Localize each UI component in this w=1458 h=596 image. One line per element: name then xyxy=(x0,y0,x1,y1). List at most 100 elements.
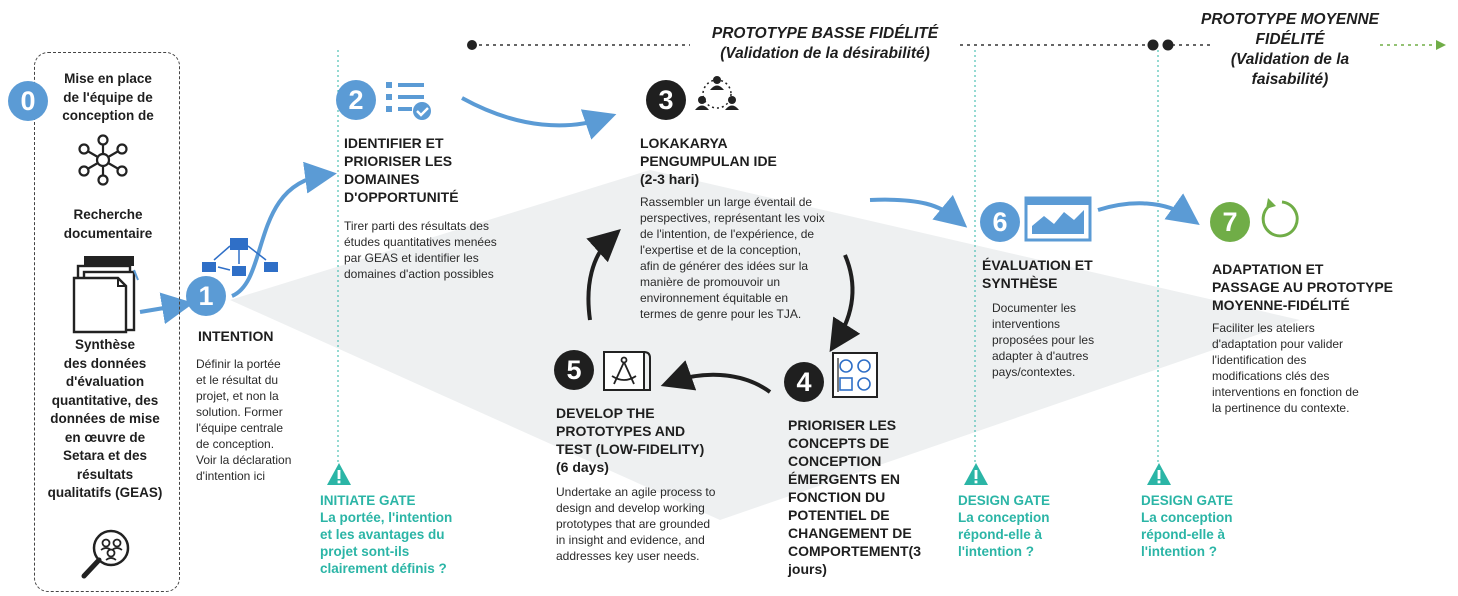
initiate-gate-title: INITIATE GATE xyxy=(320,493,416,508)
initiate-gate: INITIATE GATE La portée, l'intention et … xyxy=(320,492,452,577)
flowchart-icon xyxy=(202,238,278,276)
phase-mid-fidelity-line3: (Validation de la xyxy=(1230,51,1350,68)
blueprint-compass-icon xyxy=(603,351,651,391)
step0-synthesis-line: des données xyxy=(63,355,147,371)
step5-title: DEVELOP THE PROTOTYPES AND TEST (LOW-FID… xyxy=(556,404,704,476)
step0-synthesis-line: qualitatifs (GEAS) xyxy=(47,485,163,500)
initiate-gate-question-line: et les avantages du xyxy=(320,527,445,542)
step3-desc-line: Rassembler un large éventail de xyxy=(640,195,813,209)
step2-title-line: D'OPPORTUNITÉ xyxy=(344,189,459,205)
step6-desc-line: interventions xyxy=(992,317,1061,331)
design-gate-2-question-line: La conception xyxy=(1141,510,1233,525)
step6-desc-line: proposées pour les xyxy=(992,333,1095,347)
step1-desc-line: projet, et non la xyxy=(196,389,279,403)
step0-title-line2: de l'équipe de xyxy=(63,89,153,105)
step7-badge: 7 xyxy=(1210,202,1250,242)
design-gate-2: DESIGN GATE La conception répond-elle à … xyxy=(1141,492,1233,560)
initiate-gate-question-line: clairement définis ? xyxy=(320,561,447,576)
step4-title-line: jours) xyxy=(788,561,827,577)
step5-desc-line: Undertake an agile process to xyxy=(556,485,716,499)
design-gate-1-warning-icon xyxy=(964,463,988,485)
step0-title: Mise en place de l'équipe de conception … xyxy=(48,70,168,126)
step1-title: INTENTION xyxy=(198,328,274,344)
step3-title-line: PENGUMPULAN IDE xyxy=(640,153,777,169)
step1-desc-line: et le résultat du xyxy=(196,373,279,387)
design-gate-1-question-line: l'intention ? xyxy=(958,544,1034,559)
design-gate-2-question-line: l'intention ? xyxy=(1141,544,1217,559)
step1-desc-line: solution. Former xyxy=(196,405,283,419)
step7-title-line: MOYENNE-FIDÉLITÉ xyxy=(1212,297,1350,313)
design-gate-2-warning-icon xyxy=(1147,463,1171,485)
step6-title-line: SYNTHÈSE xyxy=(982,275,1058,291)
step7-desc-line: modifications clés des xyxy=(1212,369,1330,383)
team-network-icon xyxy=(78,134,128,186)
initiate-gate-question-line: La portée, l'intention xyxy=(320,510,453,525)
step0-research-line2: documentaire xyxy=(63,225,153,241)
step6-badge: 6 xyxy=(980,202,1020,242)
step4-title-line: FONCTION DU xyxy=(788,489,886,505)
step3-description: Rassembler un large éventail de perspect… xyxy=(640,194,850,322)
design-gate-2-title: DESIGN GATE xyxy=(1141,493,1234,508)
step3-desc-line: manière de promouvoir un xyxy=(640,275,781,289)
initiate-gate-warning-icon xyxy=(327,463,351,485)
step0-title-line3: conception de xyxy=(62,108,154,123)
design-gate-1-question-line: répond-elle à xyxy=(958,527,1043,542)
step4-title-line: CHANGEMENT DE xyxy=(788,525,912,541)
step2-title: IDENTIFIER ET PRIORISER LES DOMAINES D'O… xyxy=(344,134,459,206)
step4-title-line: POTENTIEL DE xyxy=(788,507,890,523)
step5-desc-line: prototypes that are grounded xyxy=(556,517,711,531)
documents-icon xyxy=(72,256,139,334)
step4-title: PRIORISER LES CONCEPTS DE CONCEPTION ÉME… xyxy=(788,416,921,578)
step7-desc-line: la pertinence du contexte. xyxy=(1212,401,1350,415)
step5-title-line: PROTOTYPES AND xyxy=(556,423,686,439)
phase-low-fidelity: PROTOTYPE BASSE FIDÉLITÉ (Validation de … xyxy=(680,24,970,64)
step0-badge: 0 xyxy=(8,81,48,121)
phase-low-fidelity-title: PROTOTYPE BASSE FIDÉLITÉ xyxy=(711,25,939,42)
chart-window-icon xyxy=(1024,196,1092,242)
step2-title-line: PRIORISER LES xyxy=(344,153,453,169)
step7-desc-line: l'identification des xyxy=(1212,353,1307,367)
step0-synthesis-line: Setara et des xyxy=(62,448,148,463)
step7-title: ADAPTATION ET PASSAGE AU PROTOTYPE MOYEN… xyxy=(1212,260,1393,314)
step7-desc-line: d'adaptation pour valider xyxy=(1212,337,1344,351)
design-gate-1: DESIGN GATE La conception répond-elle à … xyxy=(958,492,1050,560)
step4-title-line: CONCEPTION xyxy=(788,453,882,469)
step0-synthesis-line: en œuvre de xyxy=(64,429,146,445)
phase-mid-fidelity-line4: faisabilité) xyxy=(1251,71,1329,88)
step3-desc-line: de l'intention, de l'expérience, de xyxy=(640,227,815,241)
step2-desc-line: domaines d'action possibles xyxy=(344,267,494,281)
step3-desc-line: l'expertise et de la conception, xyxy=(640,243,802,257)
step1-description: Définir la portée et le résultat du proj… xyxy=(196,356,321,484)
step2-title-line: DOMAINES xyxy=(344,171,420,187)
step6-description: Documenter les interventions proposées p… xyxy=(992,300,1122,380)
step5-description: Undertake an agile process to design and… xyxy=(556,484,746,564)
step0-synthesis-line: Synthèse xyxy=(74,337,136,352)
step7-desc-line: interventions en fonction de xyxy=(1212,385,1359,399)
step1-badge: 1 xyxy=(186,276,226,316)
step3-desc-line: termes de genre pour les TJA. xyxy=(640,307,802,321)
step5-title-line: (6 days) xyxy=(556,459,609,475)
step5-title-line: DEVELOP THE xyxy=(556,405,655,421)
step0-panel xyxy=(34,52,180,592)
timeline-start-dot xyxy=(467,40,477,50)
step3-desc-line: afin de générer des idées sur la xyxy=(640,259,809,273)
step0-synthesis-line: d'évaluation xyxy=(65,374,145,389)
step4-title-line: CONCEPTS DE xyxy=(788,435,890,451)
step3-title: LOKAKARYA PENGUMPULAN IDE (2-3 hari) xyxy=(640,134,777,188)
checklist-icon xyxy=(386,82,431,120)
step3-badge: 3 xyxy=(646,80,686,120)
step1-desc-line: d'intention ici xyxy=(196,469,265,483)
phase-mid-fidelity: PROTOTYPE MOYENNE FIDÉLITÉ (Validation d… xyxy=(1200,10,1380,90)
step6-desc-line: Documenter les xyxy=(992,301,1077,315)
step0-title-line1: Mise en place xyxy=(64,71,152,86)
step4-title-line: COMPORTEMENT(3 xyxy=(788,543,921,559)
refresh-cycle-icon xyxy=(1261,198,1299,238)
step0-research-line1: Recherche xyxy=(73,207,143,222)
step0-synthesis-line: données de mise xyxy=(50,411,160,426)
step7-desc-line: Faciliter les ateliers xyxy=(1212,321,1315,335)
step1-desc-line: Définir la portée xyxy=(196,357,281,371)
phase-mid-fidelity-line1: PROTOTYPE MOYENNE xyxy=(1201,11,1379,28)
